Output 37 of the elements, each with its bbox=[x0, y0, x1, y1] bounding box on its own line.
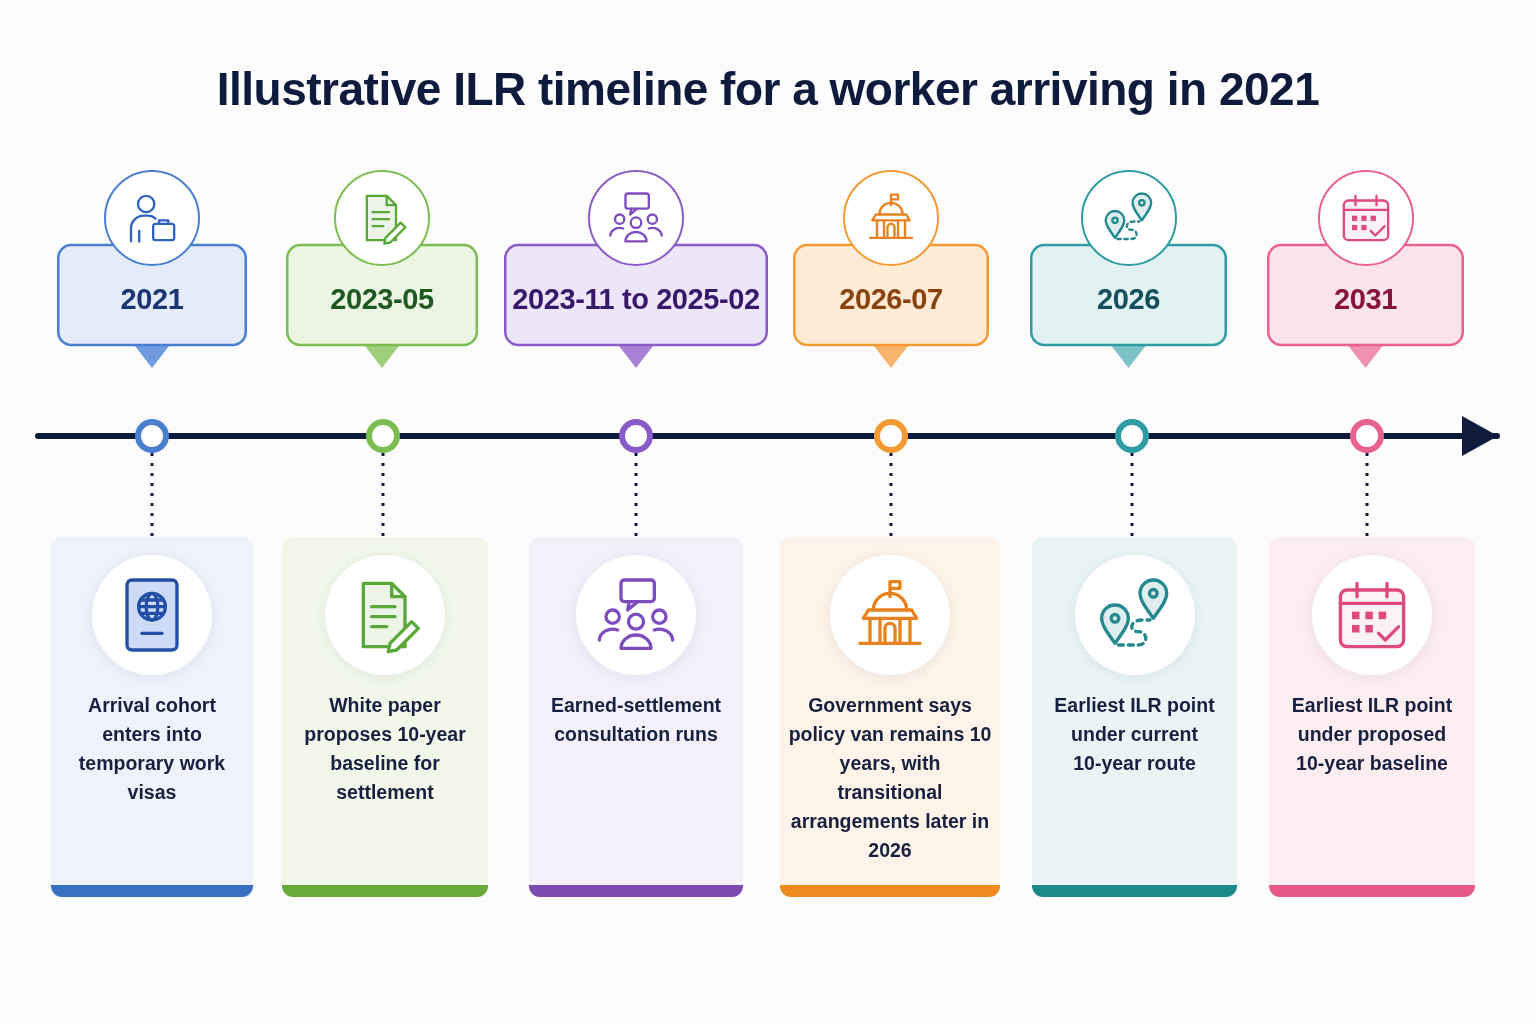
date-label: 2021 bbox=[119, 282, 185, 317]
event-card bbox=[51, 537, 253, 897]
event-card bbox=[1269, 537, 1475, 897]
date-callout bbox=[1030, 170, 1227, 370]
date-callout bbox=[1267, 170, 1464, 370]
date-callout bbox=[793, 170, 989, 370]
timeline-dot bbox=[1115, 419, 1149, 453]
timeline-dot bbox=[874, 419, 908, 453]
dotted-connector bbox=[150, 453, 154, 537]
date-label: 2031 bbox=[1333, 282, 1398, 317]
event-card bbox=[780, 537, 1000, 897]
dotted-connector bbox=[1365, 453, 1369, 537]
timeline-dot bbox=[366, 419, 400, 453]
card-text: Arrival cohort enters into temporary work visas bbox=[77, 693, 227, 805]
timeline-dot bbox=[619, 419, 653, 453]
date-callout bbox=[286, 170, 478, 370]
title: Illustrative ILR timeline for a worker arriving in 2021 bbox=[216, 62, 1320, 116]
date-label: 2023-05 bbox=[329, 282, 435, 317]
dotted-connector bbox=[381, 453, 385, 537]
event-card bbox=[529, 537, 743, 897]
card-text: White paper proposes 10-year baseline for settlement bbox=[303, 693, 467, 805]
card-text: Earliest ILR point under proposed 10-year baseline bbox=[1290, 693, 1454, 776]
dotted-connector bbox=[889, 453, 893, 537]
timeline-dot bbox=[135, 419, 169, 453]
card-text: Earliest ILR point under current 10-year route bbox=[1053, 693, 1216, 776]
date-label: 2026-07 bbox=[838, 282, 944, 317]
card-text: Government says policy van remains 10 years, with transitional arrangements later in 2026 bbox=[787, 693, 993, 863]
date-callout bbox=[504, 170, 768, 370]
date-label: 2026 bbox=[1096, 282, 1161, 317]
event-card bbox=[282, 537, 488, 897]
card-text: Earned-settlement consultation runs bbox=[549, 693, 723, 747]
event-card bbox=[1032, 537, 1237, 897]
date-callout bbox=[57, 170, 247, 370]
dotted-connector bbox=[1130, 453, 1134, 537]
dotted-connector bbox=[634, 453, 638, 537]
timeline-dot bbox=[1350, 419, 1384, 453]
date-label: 2023-11 to 2025-02 bbox=[512, 282, 760, 317]
